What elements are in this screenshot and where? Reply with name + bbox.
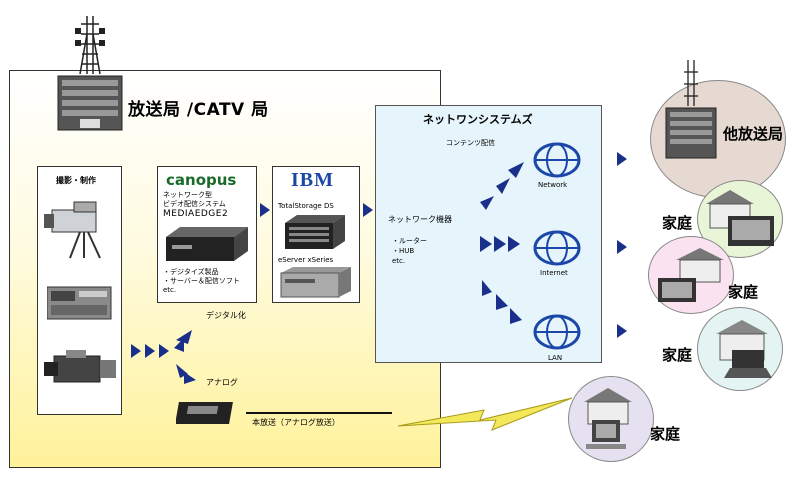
canopus-note2: ・サーバー＆配信ソフト <box>163 277 240 285</box>
netone-title: ネットワンシステムズ <box>423 113 533 126</box>
other-station-label: 他放送局 <box>723 125 784 143</box>
arrow-icon <box>363 203 373 217</box>
canopus-line1: ネットワーク型 <box>163 191 212 199</box>
house-pc-icon <box>584 388 632 449</box>
hub-label: ・HUB <box>392 247 415 255</box>
videotape-icon <box>176 402 233 424</box>
equipment-label: ネットワーク機器 <box>388 215 452 224</box>
arrow-icon <box>260 203 270 217</box>
house-laptop-icon <box>716 320 772 378</box>
canopus-note3: etc. <box>163 286 177 294</box>
digital-label: デジタル化 <box>206 311 246 320</box>
house-monitor-icon <box>658 248 724 302</box>
lan-globe-icon <box>533 314 581 350</box>
home-label-1: 家庭 <box>662 214 693 232</box>
canopus-line2: ビデオ配信システム <box>163 200 226 208</box>
cloud-network-label: Network <box>538 181 568 189</box>
home-label-3: 家庭 <box>662 346 693 364</box>
home-label-4: 家庭 <box>650 425 681 443</box>
router-label: ・ルーター <box>392 237 427 245</box>
analog-label: アナログ <box>206 378 238 387</box>
ibm-box: IBM TotalStorage DS eServer xSeries <box>272 166 360 303</box>
production-title: 撮影・制作 <box>56 176 96 185</box>
canopus-note1: ・デジタイズ製品 <box>163 268 219 276</box>
canopus-product: MEDIAEDGE2 <box>163 209 229 219</box>
broadcast-tower-icon <box>57 16 123 131</box>
station-title: 放送局 /CATV 局 <box>128 100 269 120</box>
etc-label: etc. <box>392 257 406 265</box>
other-station-building-icon <box>665 60 717 159</box>
split-arrows-icon <box>174 330 196 384</box>
arrow-icon <box>159 344 169 358</box>
home-label-2: 家庭 <box>728 283 759 301</box>
ibm-storage-label: TotalStorage DS <box>278 202 334 210</box>
arrow-icon <box>617 324 627 338</box>
arrow-icon <box>617 240 627 254</box>
internet-globe-icon <box>533 230 581 266</box>
broadcast-line <box>246 412 392 414</box>
vtr-deck-icon <box>47 286 112 320</box>
network-arrows-icon <box>480 162 524 324</box>
camcorder-icon <box>44 350 116 383</box>
network-globe-icon <box>533 142 581 178</box>
canopus-box: canopus ネットワーク型 ビデオ配信システム MEDIAEDGE2 ・デジ… <box>157 166 257 303</box>
ibm-logo: IBM <box>291 169 334 191</box>
cloud-lan-label: LAN <box>548 354 563 362</box>
arrow-icon <box>145 344 155 358</box>
ibm-server-label: eServer xSeries <box>278 256 334 264</box>
broadcast-label: 本放送（アナログ放送） <box>252 418 340 427</box>
arrow-icon <box>617 152 627 166</box>
studio-camera-icon <box>44 201 101 259</box>
mediaedge-device-icon <box>166 227 248 261</box>
house-tv-icon <box>706 190 774 246</box>
cloud-internet-label: Internet <box>540 269 568 277</box>
canopus-logo: canopus <box>166 171 237 189</box>
lightning-icon <box>397 397 573 431</box>
storage-server-icon <box>285 215 345 249</box>
xseries-server-icon <box>280 267 351 298</box>
contents-label: コンテンツ配信 <box>446 139 495 147</box>
arrow-icon <box>131 344 141 358</box>
